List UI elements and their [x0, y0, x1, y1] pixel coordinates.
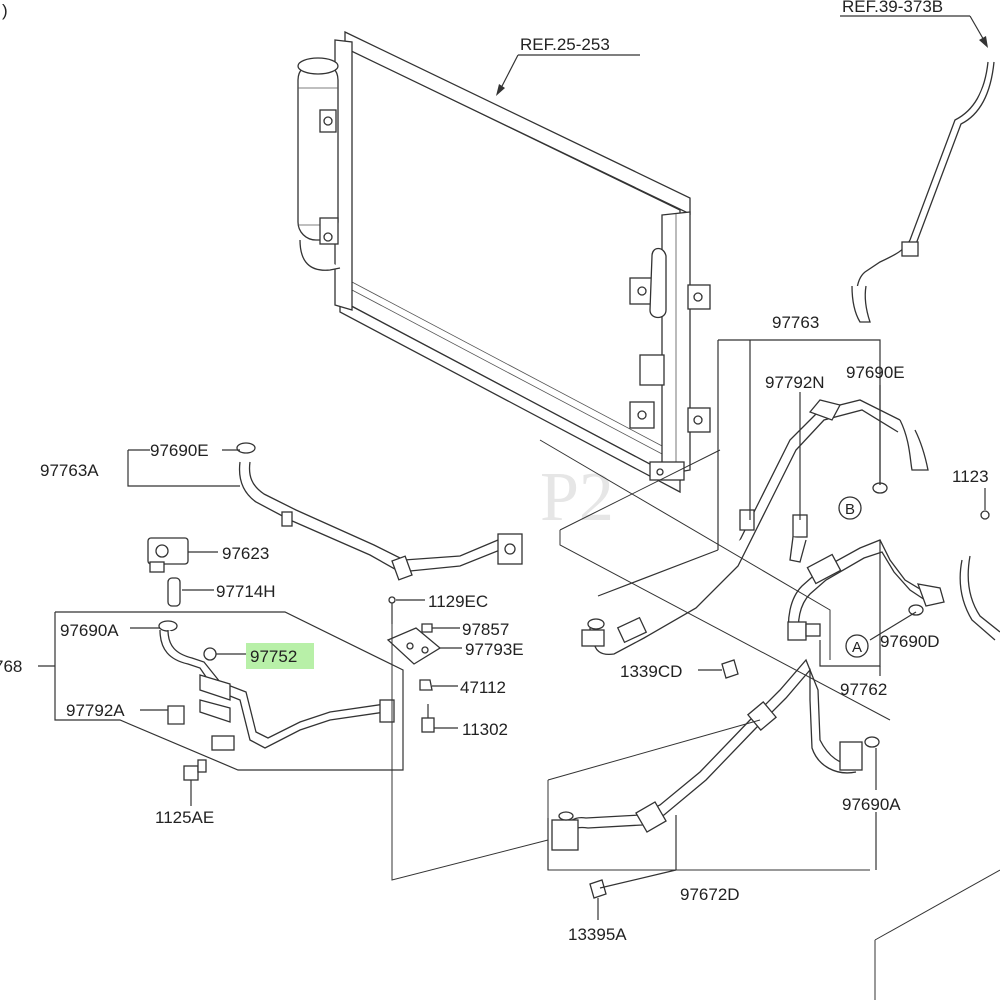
upper-right-tube [851, 61, 995, 323]
expansion-valve-97623 [147, 537, 189, 573]
label-97762[interactable]: 97762 [840, 680, 887, 699]
callout-b-text: B [845, 501, 855, 518]
sensor-97714h [167, 577, 181, 607]
watermark: P2 [540, 459, 614, 536]
callout-b-circle [838, 496, 862, 520]
clip-97792a [167, 705, 185, 725]
label-97752[interactable]: 97752 [250, 647, 297, 666]
label-97690d[interactable]: 97690D [880, 632, 940, 651]
pipe-assembly-left [159, 629, 395, 751]
label-11302[interactable]: 11302 [462, 720, 508, 739]
label-97763a[interactable]: 97763A [40, 461, 99, 480]
hose-97763 [581, 399, 929, 656]
condenser [297, 30, 711, 494]
oring-right-1 [587, 618, 605, 630]
ref-label-25-253: REF.25-253 [520, 35, 610, 54]
label-1339cd[interactable]: 1339CD [620, 662, 682, 681]
oring-97690a-left [158, 620, 178, 632]
label-768[interactable]: 768 [0, 657, 22, 676]
nut-1339cd [721, 659, 739, 679]
hose-97672d [551, 658, 880, 851]
label-97623[interactable]: 97623 [222, 544, 269, 563]
corner-mark: ) [2, 1, 8, 20]
label-47112[interactable]: 47112 [460, 678, 506, 697]
label-97690e-left[interactable]: 97690E [150, 441, 209, 460]
hose-97762 [787, 539, 945, 641]
label-97690a-right[interactable]: 97690A [842, 795, 901, 814]
label-97690a-left[interactable]: 97690A [60, 621, 119, 640]
ref-label-39-373b: REF.39-373B [842, 0, 943, 16]
label-97857[interactable]: 97857 [462, 620, 509, 639]
label-1123[interactable]: 1123 [952, 467, 989, 486]
label-97792a[interactable]: 97792A [66, 701, 125, 720]
label-97793e[interactable]: 97793E [465, 640, 524, 659]
label-97792n[interactable]: 97792N [765, 373, 825, 392]
label-97672d[interactable]: 97672D [680, 885, 740, 904]
label-97763[interactable]: 97763 [772, 313, 819, 332]
label-97690e-right[interactable]: 97690E [846, 363, 905, 382]
oring-97762 [805, 623, 821, 637]
label-1125ae[interactable]: 1125AE [155, 808, 214, 827]
hose-97763a [236, 442, 523, 581]
label-1129ec[interactable]: 1129EC [428, 592, 488, 611]
label-13395a[interactable]: 13395A [568, 925, 627, 944]
callout-a-circle [845, 634, 869, 658]
callout-a-text: A [852, 639, 862, 656]
bolt-1125ae [183, 759, 207, 800]
label-97714h[interactable]: 97714H [216, 582, 276, 601]
nut-13395a [589, 879, 607, 899]
bracket-center [386, 596, 442, 733]
part-highlight-97752 [246, 643, 314, 669]
